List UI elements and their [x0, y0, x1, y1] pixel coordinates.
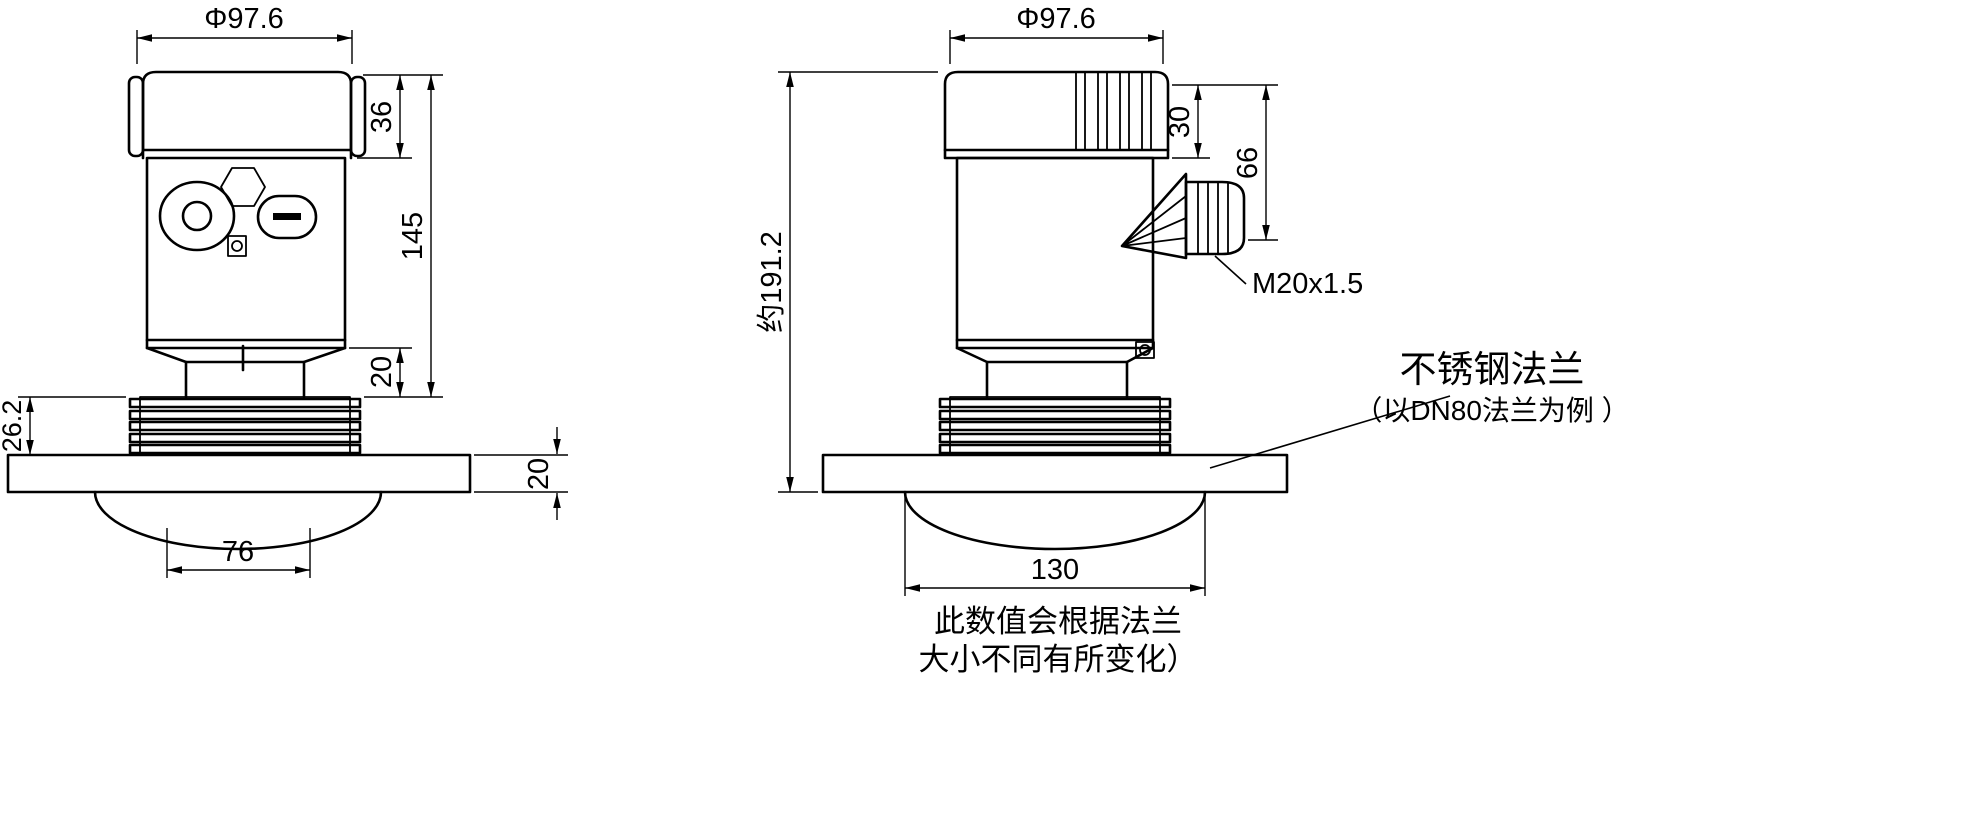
- dim-flange-width-130: 130: [904, 497, 1206, 596]
- dim-body-height-145: 145: [364, 75, 443, 398]
- dim-label-body-height-145: 145: [397, 212, 429, 260]
- dim-flange-thickness-20: 20: [474, 427, 568, 520]
- flange-variation-note: 此数值会根据法兰 大小不同有所变化）: [919, 604, 1198, 677]
- gland-thread-callout: M20x1.5: [1214, 255, 1363, 300]
- vent-plug: [227, 235, 247, 257]
- horn-antenna-side: [903, 490, 1207, 551]
- mounting-flange-side: [821, 453, 1289, 494]
- dim-label-total-height: 约191.2: [755, 231, 788, 333]
- dim-cap-height-30: 30: [1164, 84, 1278, 159]
- indicator-dash: [273, 213, 301, 220]
- dim-label-cap-height-36: 36: [366, 101, 398, 133]
- horn-antenna-front: [93, 490, 383, 551]
- flange-subtitle-label: （以DN80法兰为例 ）: [1354, 395, 1629, 426]
- cap-clamp-right: [349, 75, 367, 158]
- process-thread-front: [128, 396, 362, 456]
- dim-label-cap-height-30: 30: [1164, 106, 1196, 138]
- flange-note-line1: 此数值会根据法兰: [934, 604, 1182, 639]
- housing-cap-front: [127, 70, 367, 160]
- left-view: Φ97.6 36 145 20 26.2 20: [0, 3, 568, 578]
- dim-total-height: 约191.2: [755, 71, 938, 493]
- gland-nut: [1184, 180, 1246, 256]
- dim-gland-height-66: 66: [1232, 85, 1278, 241]
- right-view: Φ97.6 约191.2 30 66 M20x1.5 130 此数值会: [755, 3, 1630, 677]
- dim-cap-height-36: 36: [357, 74, 443, 159]
- dim-label-horn-width: 76: [222, 536, 254, 568]
- flange-leader-line: [1209, 395, 1451, 469]
- hex-plug: [220, 167, 266, 207]
- flange-title-label: 不锈钢法兰: [1400, 349, 1585, 390]
- cable-gland: [1120, 172, 1246, 260]
- dim-label-gland-height-66: 66: [1232, 147, 1264, 179]
- housing-body-side: [955, 156, 1155, 350]
- display-lens: [181, 200, 213, 232]
- gland-thread-label: M20x1.5: [1252, 268, 1363, 300]
- dim-label-right-diameter: Φ97.6: [1016, 3, 1096, 35]
- neck-side: [955, 338, 1155, 399]
- process-thread-side: [938, 396, 1172, 456]
- mounting-flange-front: [6, 453, 472, 494]
- dim-label-flange-width: 130: [1031, 554, 1079, 586]
- dim-horn-width-76: 76: [166, 528, 311, 578]
- cap-grip-ribs: [1075, 71, 1152, 151]
- dim-label-flange-thickness: 20: [523, 458, 555, 490]
- dim-right-diameter: Φ97.6: [949, 3, 1164, 64]
- gland-thread-leader-line: [1214, 255, 1247, 285]
- dim-thread-height-26-2: 26.2: [0, 396, 126, 455]
- dim-label-left-diameter: Φ97.6: [204, 3, 284, 35]
- housing-body-front: [145, 156, 347, 350]
- cap-clamp-left: [127, 75, 145, 158]
- dim-left-diameter: Φ97.6: [136, 3, 353, 64]
- dim-label-thread-height: 26.2: [0, 400, 27, 453]
- dim-label-neck-height-20: 20: [366, 356, 398, 388]
- display-window: [158, 180, 236, 252]
- indicator-window: [256, 194, 318, 240]
- dim-neck-height-20: 20: [349, 347, 412, 397]
- housing-cap-side: [943, 70, 1170, 160]
- flange-note-line2: 大小不同有所变化）: [919, 642, 1198, 677]
- flange-callout: 不锈钢法兰 （以DN80法兰为例 ）: [1209, 349, 1630, 469]
- neck-front: [145, 338, 347, 399]
